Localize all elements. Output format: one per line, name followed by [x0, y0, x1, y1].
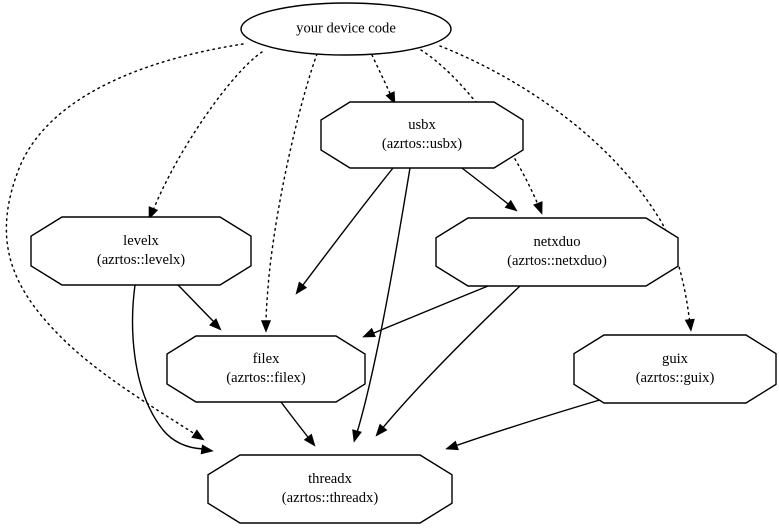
- node-label-threadx-line-1: threadx: [308, 471, 352, 487]
- node-label-levelx-line-1: levelx: [123, 233, 159, 249]
- node-ellipse-shape[interactable]: [240, 2, 452, 56]
- node-label-usbx-line-1: usbx: [408, 117, 436, 133]
- arrowhead-icon: [191, 429, 205, 441]
- edge-line: [280, 401, 312, 442]
- arrowhead-icon: [375, 423, 388, 437]
- edge-usbx-to-threadx: [352, 167, 411, 443]
- edge-device-to-guix: [439, 45, 695, 332]
- edge-netxduo-to-threadx: [375, 284, 522, 437]
- node-threadx[interactable]: threadx(azrtos::threadx): [207, 454, 453, 524]
- edge-line: [451, 398, 604, 448]
- node-label-levelx-line-2: (azrtos::levelx): [97, 252, 185, 268]
- edge-usbx-to-netxduo: [457, 164, 518, 212]
- edge-usbx-to-filex: [295, 167, 394, 295]
- arrowhead-icon: [533, 201, 543, 215]
- node-label-device: your device code: [296, 20, 396, 36]
- edge-device-to-filex: [260, 53, 318, 333]
- node-device[interactable]: your device code: [240, 2, 452, 56]
- edge-device-to-usbx: [371, 54, 396, 105]
- edge-levelx-to-threadx: [131, 284, 214, 455]
- arrowhead-icon: [684, 318, 695, 332]
- arrowhead-icon: [148, 206, 159, 220]
- node-octagon-shape[interactable]: [320, 101, 524, 169]
- node-label-usbx-line-2: (azrtos::usbx): [382, 136, 462, 152]
- arrowhead-icon: [200, 444, 214, 455]
- edge-line: [176, 283, 218, 326]
- node-octagon-shape[interactable]: [166, 335, 366, 403]
- edge-line: [439, 45, 691, 326]
- edge-line: [355, 167, 411, 437]
- edge-line: [368, 283, 494, 336]
- node-octagon-shape[interactable]: [435, 217, 679, 287]
- nodes-layer: your device codeusbx(azrtos::usbx)levelx…: [30, 2, 777, 524]
- edge-device-to-threadx: [5, 43, 244, 441]
- node-levelx[interactable]: levelx(azrtos::levelx): [30, 216, 252, 286]
- arrowhead-icon: [352, 429, 362, 443]
- node-label-guix-line-1: guix: [662, 351, 689, 367]
- edge-line: [380, 284, 522, 431]
- node-label-netxduo-line-2: (azrtos::netxduo): [507, 253, 607, 269]
- node-label-filex-line-1: filex: [253, 351, 280, 367]
- node-label-filex-line-2: (azrtos::filex): [226, 370, 306, 386]
- node-label-netxduo-line-1: netxduo: [533, 234, 580, 250]
- node-label-guix-line-2: (azrtos::guix): [636, 370, 715, 386]
- edge-device-to-levelx: [148, 51, 263, 220]
- edge-line: [131, 284, 204, 450]
- node-octagon-shape[interactable]: [30, 216, 252, 286]
- node-octagon-shape[interactable]: [207, 454, 453, 524]
- edge-line: [299, 167, 394, 290]
- node-guix[interactable]: guix(azrtos::guix): [573, 334, 777, 404]
- arrowhead-icon: [295, 281, 308, 295]
- edge-line: [151, 51, 263, 214]
- arrowhead-icon: [385, 91, 396, 105]
- edge-line: [371, 54, 393, 99]
- edge-line: [457, 164, 513, 208]
- node-usbx[interactable]: usbx(azrtos::usbx): [320, 101, 524, 169]
- edge-filex-to-threadx: [280, 401, 316, 447]
- node-label-threadx-line-2: (azrtos::threadx): [282, 490, 379, 506]
- arrowhead-icon: [260, 320, 272, 333]
- edges-layer: [5, 43, 695, 455]
- node-filex[interactable]: filex(azrtos::filex): [166, 335, 366, 403]
- arrowhead-icon: [504, 199, 518, 212]
- arrowhead-icon: [209, 318, 222, 331]
- arrowhead-icon: [303, 433, 316, 447]
- node-octagon-shape[interactable]: [573, 334, 777, 404]
- edge-netxduo-to-filex: [362, 283, 494, 338]
- edge-line: [265, 53, 318, 329]
- edge-guix-to-threadx: [445, 398, 604, 451]
- edge-levelx-to-filex: [176, 283, 222, 331]
- node-netxduo[interactable]: netxduo(azrtos::netxduo): [435, 217, 679, 287]
- arrowhead-icon: [362, 327, 376, 338]
- arrowhead-icon: [445, 440, 459, 451]
